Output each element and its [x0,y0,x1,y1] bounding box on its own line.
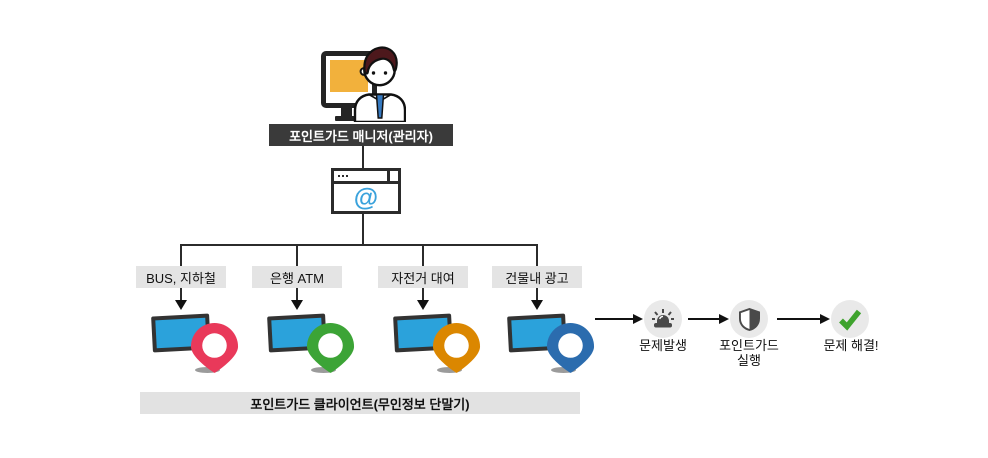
client-category-box: 자전거 대여 [378,266,468,288]
arrow-stem [422,288,424,302]
flow-arrow-line [777,318,820,320]
manager-label: 포인트가드 매니저(관리자) [269,124,453,146]
problem-step-label: 문제발생 [639,338,687,353]
arrow-down-icon [175,300,187,310]
pin-shadow [311,367,336,373]
pin-shadow [195,367,220,373]
pointguard-step-circle [730,300,768,338]
drop-line [422,244,424,267]
admin-with-computer-icon [321,46,406,122]
arrow-down-icon [417,300,429,310]
arrow-right-icon [820,314,830,324]
map-pin-icon [190,322,239,374]
resolved-step-label: 문제 해결! [823,338,879,353]
client-category-box: BUS, 지하철 [136,266,226,288]
arrow-down-icon [291,300,303,310]
client-category-box: 건물내 광고 [492,266,582,288]
arrow-right-icon [633,314,643,324]
pointguard-step-label: 포인트가드 실행 [719,338,779,368]
drop-line [180,244,182,267]
problem-step-circle [644,300,682,338]
at-symbol: @ [353,184,379,212]
map-pin-icon [546,322,595,374]
client-category-box: 은행 ATM [252,266,342,288]
map-pin-icon [306,322,355,374]
arrow-stem [536,288,538,302]
connector-line [362,146,364,169]
shield-icon [738,307,760,331]
resolved-step-circle [831,300,869,338]
tie [375,93,385,119]
drop-line [536,244,538,267]
hair [363,46,398,75]
client-footer-label: 포인트가드 클라이언트(무인정보 단말기) [140,392,580,414]
arrow-stem [296,288,298,302]
monitor-screen [330,60,368,92]
connector-line [362,214,364,245]
flow-arrow-line [688,318,719,320]
branch-line [180,244,538,246]
map-pin-icon [432,322,481,374]
pin-shadow [437,367,462,373]
arrow-down-icon [531,300,543,310]
check-icon [839,309,862,331]
browser-window-icon: @ [331,168,401,214]
flow-arrow-line [595,318,633,320]
pin-shadow [551,367,576,373]
arrow-right-icon [719,314,729,324]
siren-icon [652,309,674,328]
arrow-stem [180,288,182,302]
drop-line [296,244,298,267]
